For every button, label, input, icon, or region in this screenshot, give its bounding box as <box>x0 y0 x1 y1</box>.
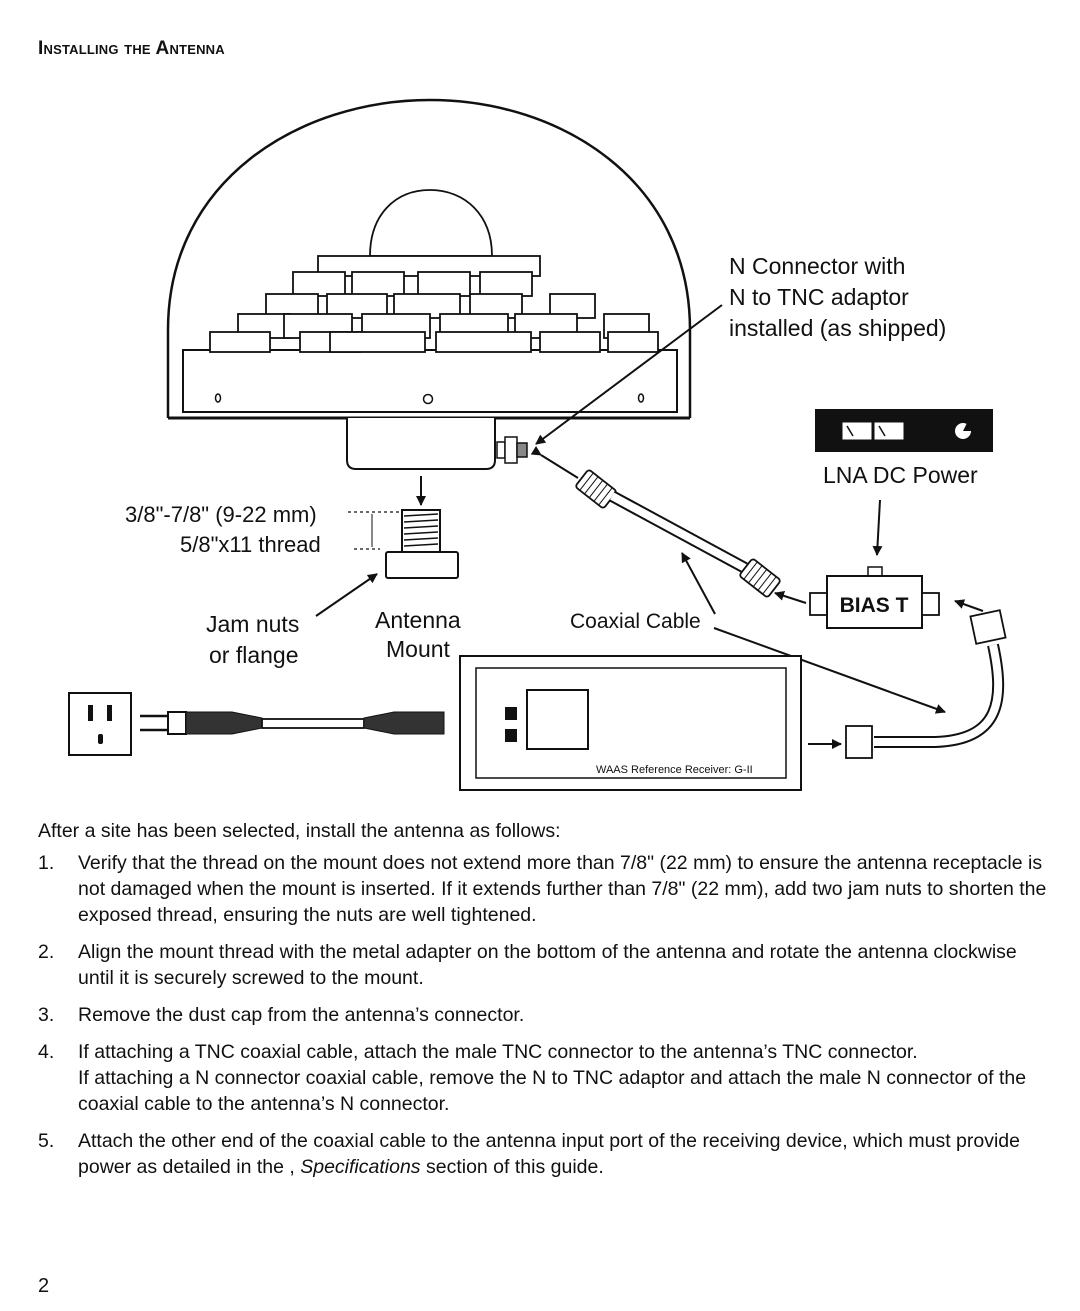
step-number: 2. <box>38 941 55 963</box>
coaxial-cable-upper <box>530 446 807 604</box>
wall-outlet <box>68 692 132 756</box>
antenna-base-plate <box>182 349 678 413</box>
step-number: 3. <box>38 1004 55 1026</box>
step-5: 5. Attach the other end of the coaxial c… <box>38 1128 1048 1180</box>
instructions: After a site has been selected, install … <box>38 818 1048 1191</box>
section-heading: Installing the Antenna <box>38 38 225 59</box>
installation-steps: 1. Verify that the thread on the mount d… <box>38 850 1048 1180</box>
svg-text:installed (as shipped): installed (as shipped) <box>729 315 946 341</box>
jam-nuts-callout: Jam nuts or flange <box>206 573 378 668</box>
lna-dc-power-label: LNA DC Power <box>823 462 978 488</box>
step-text-continued: If attaching a N connector coaxial cable… <box>78 1067 1027 1115</box>
antenna-installation-diagram: N Connector with N to TNC adaptor instal… <box>68 98 1007 791</box>
svg-text:3/8"-7/8" (9-22 mm): 3/8"-7/8" (9-22 mm) <box>125 502 317 527</box>
svg-text:or flange: or flange <box>209 642 299 668</box>
intro-text: After a site has been selected, install … <box>38 820 561 842</box>
step-text-part: section of this guide. <box>420 1156 604 1178</box>
svg-text:5/8"x11 thread: 5/8"x11 thread <box>180 532 321 557</box>
svg-text:Mount: Mount <box>386 636 451 662</box>
power-cord <box>140 711 445 735</box>
step-text-part: Attach the other end of the coaxial cabl… <box>78 1130 1020 1178</box>
specifications-reference: Specifications <box>300 1156 421 1178</box>
step-number: 4. <box>38 1041 55 1063</box>
step-text: Attach the other end of the coaxial cabl… <box>78 1128 1048 1180</box>
step-2: 2. Align the mount thread with the metal… <box>38 939 1048 991</box>
antenna-mount-label: Antenna Mount <box>375 607 461 662</box>
step-text: Verify that the thread on the mount does… <box>78 852 1047 926</box>
step-number: 1. <box>38 852 55 874</box>
step-text: Remove the dust cap from the antenna’s c… <box>78 1004 525 1026</box>
step-3: 3. Remove the dust cap from the antenna’… <box>38 1002 1048 1028</box>
bias-t-unit: BIAS T <box>809 566 984 629</box>
waas-reference-receiver: WAAS Reference Receiver: G-II <box>459 655 802 791</box>
step-4: 4. If attaching a TNC coaxial cable, att… <box>38 1039 1048 1117</box>
svg-text:N Connector with: N Connector with <box>729 253 905 279</box>
svg-text:Antenna: Antenna <box>375 607 461 633</box>
coaxial-cable-callout: Coaxial Cable <box>570 552 946 714</box>
step-text: If attaching a TNC coaxial cable, attach… <box>78 1041 918 1063</box>
step-1: 1. Verify that the thread on the mount d… <box>38 850 1048 928</box>
svg-text:Coaxial Cable: Coaxial Cable <box>570 610 701 633</box>
lna-dc-power-supply: LNA DC Power <box>815 409 993 556</box>
n-connector-callout: N Connector with N to TNC adaptor instal… <box>535 253 946 445</box>
page-number: 2 <box>38 1275 50 1297</box>
antenna-bottom-adapter <box>346 418 496 470</box>
antenna-internal-blocks <box>209 189 659 353</box>
bias-t-label: BIAS T <box>840 594 909 617</box>
antenna-mount <box>385 509 459 579</box>
svg-text:N to TNC adaptor: N to TNC adaptor <box>729 284 909 310</box>
step-text: Align the mount thread with the metal ad… <box>78 941 1017 989</box>
coaxial-cable-lower <box>808 609 1007 759</box>
step-number: 5. <box>38 1130 55 1152</box>
thread-dimension: 3/8"-7/8" (9-22 mm) 5/8"x11 thread <box>125 476 426 557</box>
svg-text:Jam nuts: Jam nuts <box>206 611 299 637</box>
n-connector <box>496 436 528 464</box>
receiver-label: WAAS Reference Receiver: G-II <box>596 764 753 776</box>
